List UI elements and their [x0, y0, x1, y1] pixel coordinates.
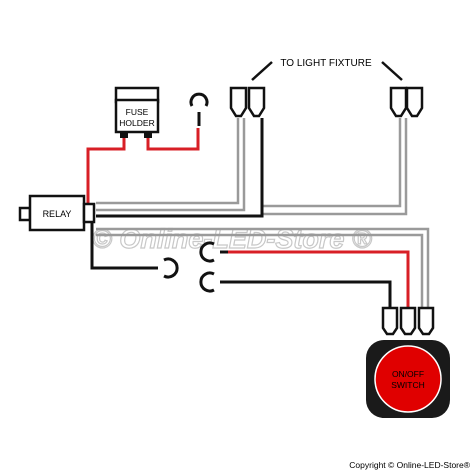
rocker-switch-icon [366, 340, 450, 418]
copyright-notice: Copyright © Online-LED-Store® [349, 460, 470, 470]
fuse-holder-label-line2: HOLDER [119, 118, 154, 128]
relay-label: RELAY [43, 209, 72, 219]
fuse-holder-icon [114, 86, 160, 138]
fuse-holder-label-line1: FUSE [126, 107, 149, 117]
ring-terminal-icon [189, 92, 209, 126]
switch-label-line1: ON/OFF [392, 369, 424, 379]
signal-wires [96, 118, 430, 308]
ring-terminal-icon [199, 271, 228, 293]
spade-connector-icon [389, 86, 424, 118]
ring-terminal-icon [199, 241, 228, 263]
ring-terminal-icon [150, 257, 179, 279]
relay-icon [18, 194, 96, 232]
spade-connector-icon [229, 86, 266, 118]
power-wires [86, 128, 410, 308]
switch-label-line2: SWITCH [391, 380, 425, 390]
spade-connector-icon [381, 306, 435, 336]
ground-wires [90, 118, 392, 308]
light-fixture-label: TO LIGHT FIXTURE [280, 58, 372, 69]
label-leader-lines [251, 61, 403, 81]
